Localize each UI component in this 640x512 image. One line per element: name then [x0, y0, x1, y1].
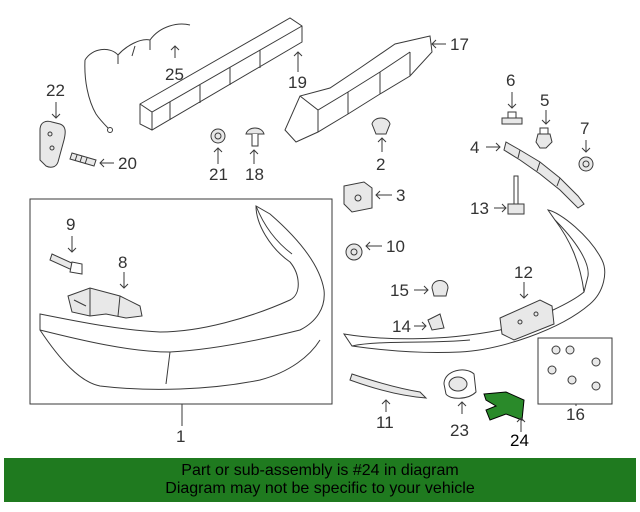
part-6-screw: [501, 111, 523, 125]
callout-11: 11: [376, 413, 394, 432]
leader-25: [170, 45, 180, 58]
part-18-push-pin: [245, 127, 265, 147]
leader-9: [67, 236, 77, 253]
callout-24: 24: [510, 431, 529, 450]
part-11-trim-molding: [349, 373, 428, 399]
banner-line-2: Diagram may not be specific to your vehi…: [165, 480, 475, 497]
callout-7: 7: [580, 119, 589, 138]
info-banner: Part or sub-assembly is #24 in diagram D…: [4, 458, 636, 502]
callout-5: 5: [540, 91, 549, 110]
part-19-reinforcement-beam: [139, 17, 303, 131]
callout-20: 20: [118, 154, 137, 173]
callout-4: 4: [470, 138, 479, 157]
callout-14: 14: [392, 317, 411, 336]
part-16-fastener-kit: [537, 337, 613, 405]
part-20-stud: [69, 152, 97, 167]
part-17-energy-absorber: [284, 35, 433, 143]
leader-22: [51, 102, 61, 119]
part-3-bracket: [343, 181, 373, 213]
leader-12: [519, 282, 529, 299]
leader-17: [431, 39, 446, 49]
part-15-clip: [431, 280, 449, 297]
part-13-bolt: [507, 175, 525, 215]
leader-20: [99, 158, 114, 168]
callout-10: 10: [386, 237, 405, 256]
leader-14: [414, 321, 427, 331]
callout-25: 25: [165, 65, 184, 84]
leader-8: [119, 272, 129, 289]
leader-5: [541, 110, 551, 125]
part-2-clip: [371, 117, 391, 135]
callout-22: 22: [46, 81, 65, 100]
part-5-nut: [535, 127, 553, 149]
callout-9: 9: [66, 215, 75, 234]
part-10-grommet: [345, 243, 363, 261]
callout-6: 6: [506, 71, 515, 90]
banner-line-1: Part or sub-assembly is #24 in diagram: [181, 462, 459, 479]
leader-24: [516, 417, 526, 432]
part-23-parking-sensor: [443, 369, 477, 399]
part-4-bracket-strip: [503, 141, 585, 209]
part-25-wiring-harness: [84, 23, 191, 133]
leader-21: [213, 147, 223, 164]
leader-11: [381, 399, 391, 412]
part-12-bumper-cover: [342, 209, 606, 354]
leader-3: [375, 190, 392, 200]
callout-12: 12: [514, 263, 533, 282]
callout-1: 1: [176, 427, 185, 446]
callout-15: 15: [390, 281, 409, 300]
callout-17: 17: [450, 35, 469, 54]
callout-19: 19: [288, 73, 307, 92]
leader-6: [507, 92, 517, 109]
callout-8: 8: [118, 253, 127, 272]
part-8-bracket: [67, 287, 143, 319]
part-24-sensor-bracket-highlighted: [483, 391, 525, 421]
leader-18: [249, 149, 259, 164]
part-1-frame: [29, 198, 333, 405]
part-9-bolt: [49, 253, 83, 275]
part-14-clip: [427, 313, 445, 331]
leader-4: [486, 142, 501, 152]
part-21-nut: [210, 128, 226, 144]
part-22-bracket: [39, 120, 66, 168]
leader-7: [581, 140, 591, 153]
leader-13: [494, 203, 507, 213]
leader-10: [365, 241, 382, 251]
leader-15: [414, 285, 429, 295]
leader-2: [377, 137, 387, 152]
leader-23: [457, 401, 467, 414]
callout-16: 16: [566, 405, 585, 424]
part-1-bumper-cover: [39, 205, 325, 390]
callout-3: 3: [396, 186, 405, 205]
callout-2: 2: [376, 155, 385, 174]
callout-21: 21: [209, 165, 228, 184]
bumper-parts-diagram: 25 19 17 22 20 21 18 2: [29, 17, 613, 450]
callout-23: 23: [450, 421, 469, 440]
part-7-push-nut: [578, 156, 594, 172]
callout-18: 18: [245, 165, 264, 184]
callout-13: 13: [470, 199, 489, 218]
leader-19: [293, 51, 303, 72]
